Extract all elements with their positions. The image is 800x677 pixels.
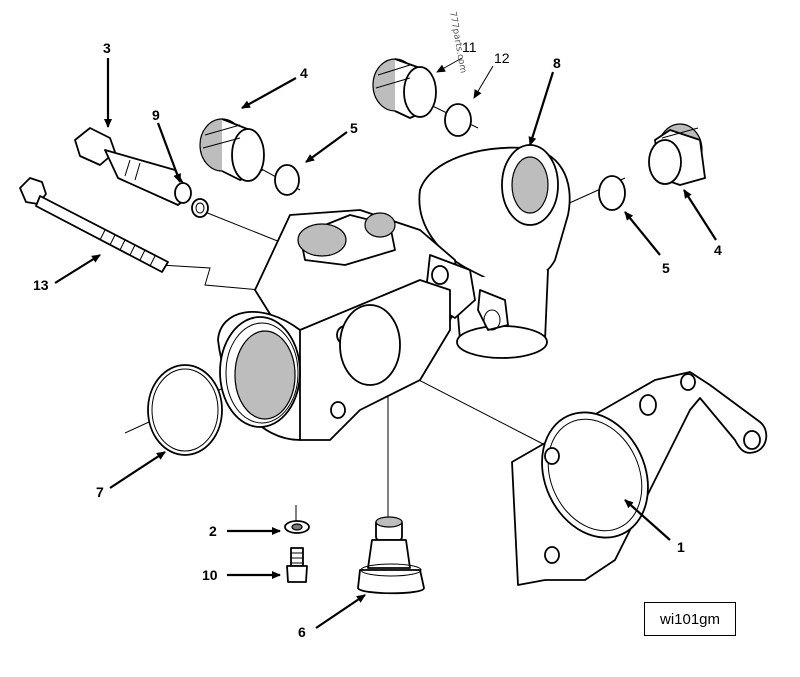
callout-9: 9: [152, 107, 160, 123]
callout-1: 1: [677, 539, 685, 555]
callout-4-left: 4: [300, 65, 308, 81]
callout-3: 3: [103, 40, 111, 56]
callout-12: 12: [494, 50, 510, 66]
oring-7: [147, 364, 223, 456]
plug-4-right: [648, 123, 706, 186]
oring-12: [444, 103, 472, 137]
callout-arrows: [54, 57, 717, 629]
callout-2: 2: [209, 523, 217, 539]
drawing-id-text: wi101gm: [659, 610, 721, 628]
housing-body: [217, 209, 476, 441]
callout-4-right: 4: [714, 242, 722, 258]
drain-valve-6: [357, 516, 425, 595]
callout-5-left: 5: [350, 120, 358, 136]
callout-6: 6: [298, 624, 306, 640]
oring-5-left: [274, 164, 300, 196]
callout-11: 11: [462, 39, 477, 55]
oring-9: [191, 198, 209, 218]
washer-2: [284, 520, 310, 534]
screw-10: [286, 547, 308, 583]
bolt-13: [19, 177, 169, 273]
callout-7: 7: [96, 484, 104, 500]
plug-11: [372, 58, 437, 119]
callout-13: 13: [33, 277, 49, 293]
gasket-1: [511, 371, 768, 586]
oring-5-right: [598, 175, 626, 211]
drawing-id-label: wi101gm: [644, 602, 736, 636]
callout-numbers: 1 2 3 4 4 5 5 6 7 8 9 10 11 12 13: [33, 39, 722, 640]
fitting-3: [74, 127, 192, 206]
plug-4-left: [199, 118, 265, 182]
callout-5-right: 5: [662, 260, 670, 276]
callout-8: 8: [553, 55, 561, 71]
callout-10: 10: [202, 567, 218, 583]
housing-outlet-8: [418, 144, 571, 359]
